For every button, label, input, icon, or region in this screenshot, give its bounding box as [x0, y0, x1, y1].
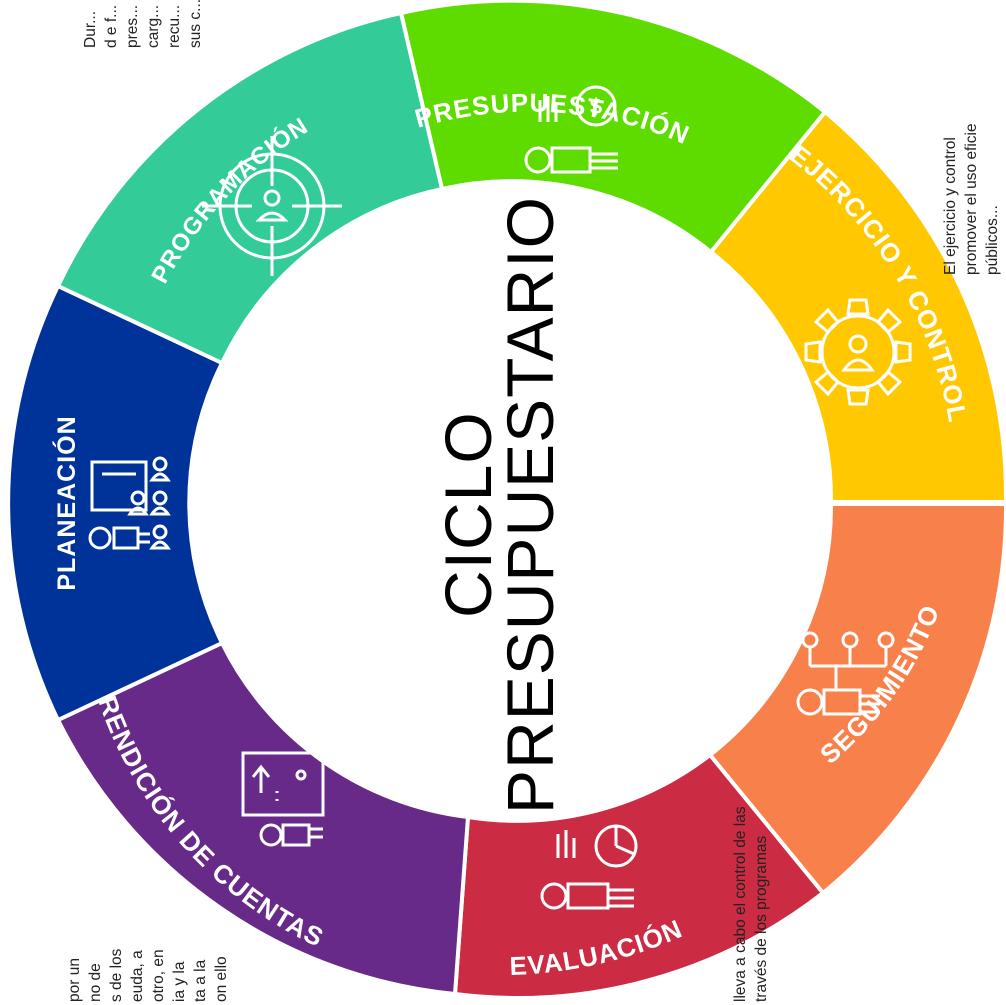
label-planeacion: PLANEACIÓN — [51, 415, 81, 590]
segment-rendicion[interactable] — [55, 640, 471, 997]
segment-programacion[interactable] — [55, 10, 445, 366]
side-text-right: El ejercicio y control promover el uso e… — [942, 123, 1001, 275]
pie-chart-person-icon — [540, 824, 638, 910]
cycle-ring — [6, 0, 1006, 1000]
center-title: CICLO PRESUPUESTARIO — [431, 196, 567, 814]
svg-text:$: $ — [590, 94, 602, 119]
segment-presupuestacion[interactable] — [398, 0, 828, 255]
side-text-bottom: lleva a cabo el control de las través de… — [732, 806, 770, 1002]
segment-planeacion[interactable] — [6, 283, 225, 723]
presentation-person-icon — [241, 751, 325, 847]
segment-ejercicio[interactable] — [708, 109, 1006, 504]
target-icon — [202, 136, 342, 276]
side-text-left: por un no de s de los euda, a otro, en i… — [66, 948, 230, 1002]
side-text-top-right: Dur... d e f... pres... carg... recu... … — [82, 0, 204, 48]
money-analysis-icon: $ — [524, 85, 618, 174]
team-planning-icon — [88, 456, 171, 550]
gear-person-icon — [804, 298, 912, 406]
network-person-icon — [796, 631, 895, 716]
